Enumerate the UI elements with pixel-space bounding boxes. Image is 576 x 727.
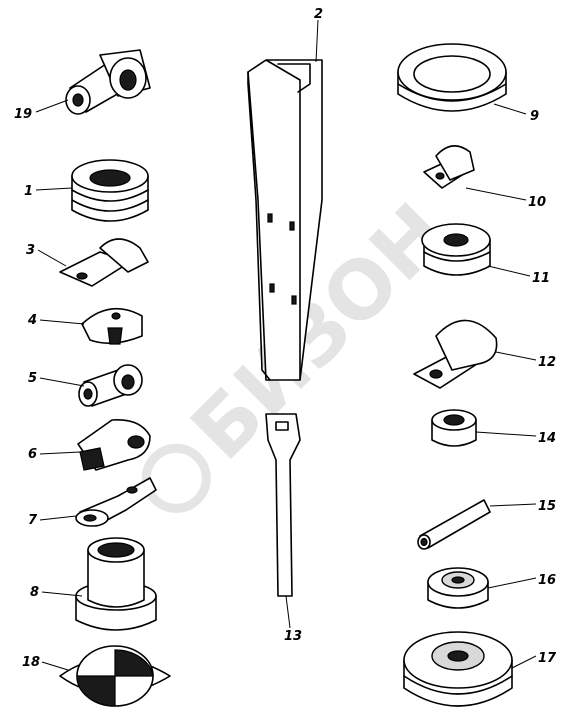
callout-19: 19 — [14, 107, 32, 122]
part-10-clamp — [423, 145, 475, 189]
part-8-bushing — [75, 537, 157, 631]
watermark-logo-icon — [141, 443, 211, 513]
part-6-clamp — [77, 419, 151, 471]
part-18-plate — [59, 645, 171, 707]
watermark-text: БИЗОН — [173, 186, 465, 478]
callout-17: 17 — [538, 651, 557, 666]
callout-9: 9 — [530, 109, 539, 124]
part-1-grommet — [71, 159, 149, 222]
callout-8: 8 — [30, 585, 39, 600]
callout-3: 3 — [26, 243, 35, 258]
callout-18: 18 — [22, 655, 40, 670]
callout-7: 7 — [28, 513, 38, 528]
callout-5: 5 — [28, 371, 37, 386]
part-12-clamp — [413, 319, 498, 389]
callout-11: 11 — [532, 271, 550, 286]
part-3-clip — [59, 238, 149, 287]
callout-13: 13 — [284, 629, 302, 644]
part-14-grommet — [431, 409, 477, 447]
part-19-elbow-cap — [65, 49, 151, 115]
callout-10: 10 — [528, 195, 546, 210]
part-15-tube — [417, 499, 491, 550]
part-16-grommet — [427, 567, 489, 609]
callout-2: 2 — [314, 7, 323, 22]
callout-12: 12 — [538, 355, 556, 370]
callout-14: 14 — [538, 431, 556, 446]
part-17-grommet — [403, 631, 513, 707]
part-7-lug — [75, 477, 157, 527]
part-2-channel — [247, 59, 323, 381]
part-5-cap — [78, 364, 143, 407]
callout-16: 16 — [538, 573, 556, 588]
part-13-tie — [265, 413, 301, 597]
callout-4: 4 — [27, 313, 37, 328]
callout-1: 1 — [24, 184, 33, 199]
callout-6: 6 — [28, 447, 37, 462]
part-9-ring — [397, 43, 507, 112]
part-11-grommet — [421, 223, 491, 276]
part-4-block — [81, 307, 143, 345]
leader-lines — [35, 19, 537, 671]
callout-15: 15 — [538, 499, 556, 514]
